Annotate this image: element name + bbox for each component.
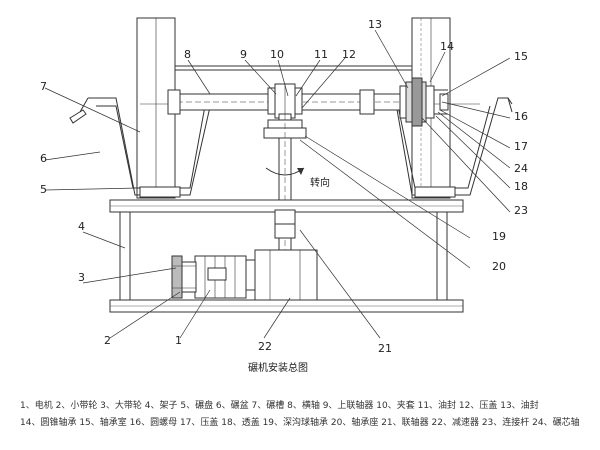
right-grinding-disc (414, 186, 456, 198)
callout-16: 16 (514, 110, 528, 123)
reducer (245, 249, 318, 301)
callout-12: 12 (342, 48, 356, 61)
drawing-title: 碾机安装总图 (248, 361, 308, 374)
leader-lines (44, 29, 511, 339)
callout-23: 23 (514, 204, 528, 217)
top-beam (175, 65, 412, 71)
callout-7: 7 (40, 80, 47, 93)
legend-line-2: 14、圆锥轴承 15、轴承室 16、圆螺母 17、压盖 18、透盖 19、深沟球… (20, 418, 580, 428)
callout-11: 11 (314, 48, 328, 61)
callout-13: 13 (368, 18, 382, 31)
right-bearing-assembly (399, 77, 449, 127)
callout-20: 20 (492, 260, 506, 273)
callout-17: 17 (514, 140, 528, 153)
callout-labels: 1 2 3 4 5 6 7 8 9 10 11 12 13 14 15 16 1… (40, 18, 528, 374)
callout-8: 8 (184, 48, 191, 61)
callout-21: 21 (378, 342, 392, 355)
callout-9: 9 (240, 48, 247, 61)
parts-legend: 1、电机 2、小带轮 3、大带轮 4、架子 5、碾盘 6、碾盆 7、碾槽 8、横… (20, 398, 595, 432)
callout-22: 22 (258, 340, 272, 353)
callout-2: 2 (104, 334, 111, 347)
pulleys (171, 255, 197, 299)
motor (194, 255, 247, 299)
callout-14: 14 (440, 40, 454, 53)
legend-line-1: 1、电机 2、小带轮 3、大带轮 4、架子 5、碾盘 6、碾盆 7、碾槽 8、横… (20, 401, 539, 411)
callout-15: 15 (514, 50, 528, 63)
callout-18: 18 (514, 180, 528, 193)
lower-coupling (274, 209, 296, 250)
rotation-arrow (265, 167, 305, 176)
callout-24: 24 (514, 162, 528, 175)
callout-1: 1 (175, 334, 182, 347)
callout-6: 6 (40, 152, 47, 165)
rotation-label: 转向 (310, 176, 330, 189)
left-grinding-disc (139, 186, 181, 198)
upper-coupling (267, 83, 303, 119)
callout-19: 19 (492, 230, 506, 243)
callout-5: 5 (40, 183, 47, 196)
callout-4: 4 (78, 220, 85, 233)
callout-3: 3 (78, 271, 85, 284)
callout-10: 10 (270, 48, 284, 61)
